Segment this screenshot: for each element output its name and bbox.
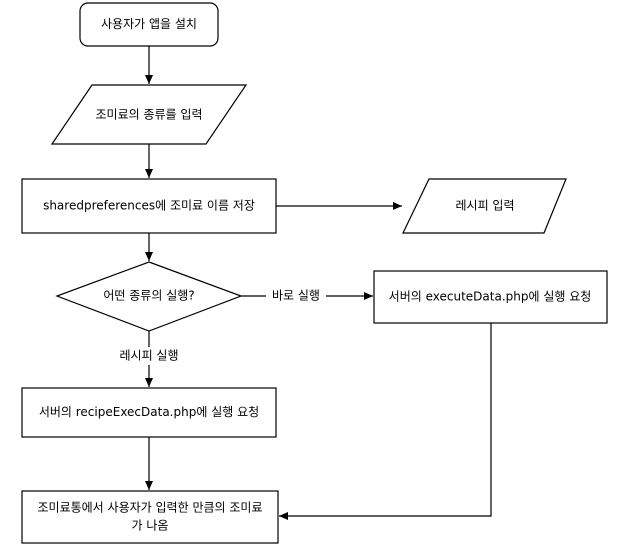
decision-node-label: 어떤 종류의 실행? — [103, 288, 194, 303]
output-node — [21, 490, 279, 544]
edge-label-immediate: 바로 실행 — [272, 288, 320, 303]
server-recipe-node-label: 서버의 recipeExecData.php에 실행 요청 — [39, 404, 259, 419]
recipe-input-node — [402, 178, 567, 234]
install-node-label: 사용자가 앱을 설치 — [101, 17, 197, 31]
edge-label-bg-recipe — [112, 347, 186, 365]
save-prefs-node-label: sharedpreferences에 조미료 이름 저장 — [43, 199, 255, 213]
save-prefs-node — [21, 178, 277, 234]
server-recipe-node — [21, 387, 277, 438]
install-node — [79, 2, 219, 47]
input-type-node-label: 조미료의 종류를 입력 — [96, 108, 203, 122]
edge-label-bg-immediate — [266, 288, 326, 304]
edge-execute-to-output — [279, 323, 492, 520]
server-execute-node-label: 서버의 executeData.php에 실행 요청 — [389, 289, 592, 304]
output-node-label-line1: 조미료통에서 사용자가 입력한 만큼의 조미료 — [37, 501, 262, 515]
input-type-node — [50, 84, 248, 145]
server-execute-node — [373, 270, 608, 324]
edge-label-recipe: 레시피 실행 — [119, 348, 178, 363]
output-node-label-line2: 가 나옴 — [132, 519, 169, 533]
decision-node — [55, 261, 243, 332]
recipe-input-node-label: 레시피 입력 — [455, 199, 514, 213]
